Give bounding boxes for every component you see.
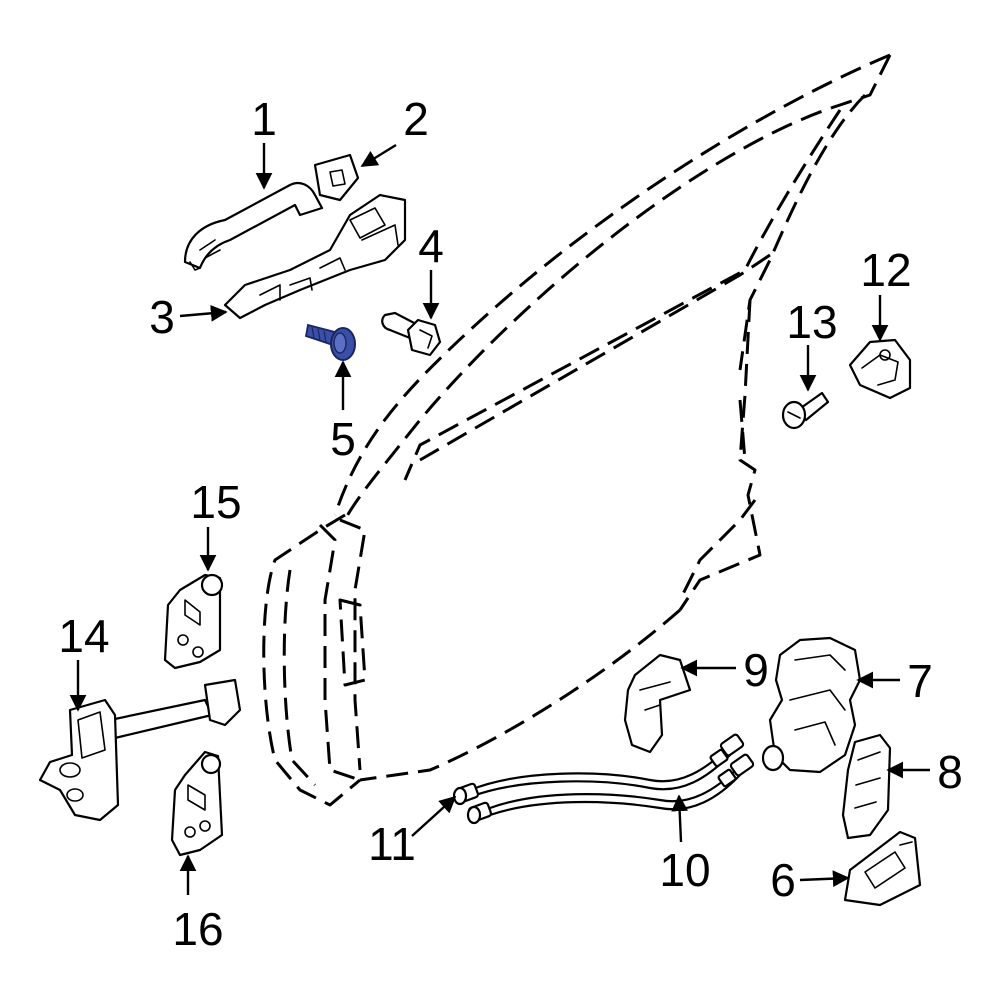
leader-lines [69,143,930,895]
callout-14[interactable]: 14 [58,610,109,662]
leader-2 [360,143,397,168]
part-9-lock-cover[interactable] [623,653,692,754]
part-15-upper-hinge[interactable] [163,573,224,670]
callout-1[interactable]: 1 [251,93,277,145]
part-7-door-latch[interactable] [761,636,862,774]
callout-7[interactable]: 7 [907,655,933,707]
part-6-inside-handle[interactable] [843,830,922,907]
callout-4[interactable]: 4 [418,220,444,272]
part-14-door-check[interactable] [38,678,242,822]
part-12-striker[interactable] [848,338,912,400]
part-1-outer-handle[interactable] [183,181,324,271]
callout-11[interactable]: 11 [368,818,416,870]
leader-6 [799,870,850,888]
callout-3[interactable]: 3 [149,291,175,343]
door-outline [262,53,892,807]
leader-11 [411,795,457,837]
callout-6[interactable]: 6 [770,854,796,906]
part-8-latch-bracket[interactable] [841,733,892,840]
callout-15[interactable]: 15 [190,476,241,528]
leader-3 [179,304,228,322]
part-2-handle-cap[interactable] [313,153,360,202]
callout-12[interactable]: 12 [860,244,911,296]
callout-10[interactable]: 10 [659,844,710,896]
callout-9[interactable]: 9 [743,644,769,696]
callout-13[interactable]: 13 [786,296,837,348]
callout-5[interactable]: 5 [330,413,356,465]
callout-8[interactable]: 8 [937,746,963,798]
part-16-lower-hinge[interactable] [170,750,224,857]
part-13-screw[interactable] [781,391,830,430]
part-4-bolt[interactable] [381,311,442,357]
callout-16[interactable]: 16 [172,903,223,955]
callout-labels: 1 2 3 4 5 6 7 8 9 10 11 12 13 14 15 16 [58,93,962,955]
part-11-cable-end[interactable] [452,782,493,825]
part-10-cable-assembly[interactable] [468,733,755,817]
part-5-bolt-highlighted[interactable] [304,323,356,361]
part-3-handle-bracket[interactable] [223,193,407,320]
callout-2[interactable]: 2 [403,93,429,145]
leader-10 [671,794,689,843]
